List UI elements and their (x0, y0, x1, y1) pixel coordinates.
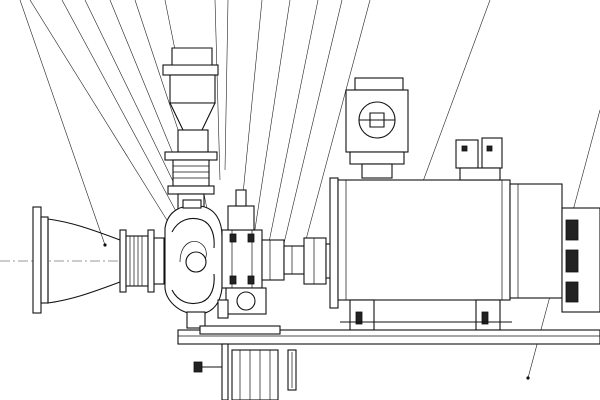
expansion-joint (119, 229, 165, 293)
top-pump-motor (345, 77, 409, 179)
base-frame (177, 325, 600, 345)
main-motor (329, 177, 600, 313)
inlet-nozzle (32, 206, 121, 314)
lube-oil-tank (287, 349, 297, 391)
leader-dot (526, 376, 530, 380)
gearbox (217, 189, 267, 319)
coupling-shaft (261, 237, 337, 285)
motor-terminal-boxes (455, 137, 503, 181)
volute-casing (164, 199, 223, 329)
motor-feet (340, 299, 512, 331)
leader-dot (103, 243, 107, 247)
vertical-exhaust-pipe (162, 47, 219, 211)
cooler (193, 343, 279, 400)
